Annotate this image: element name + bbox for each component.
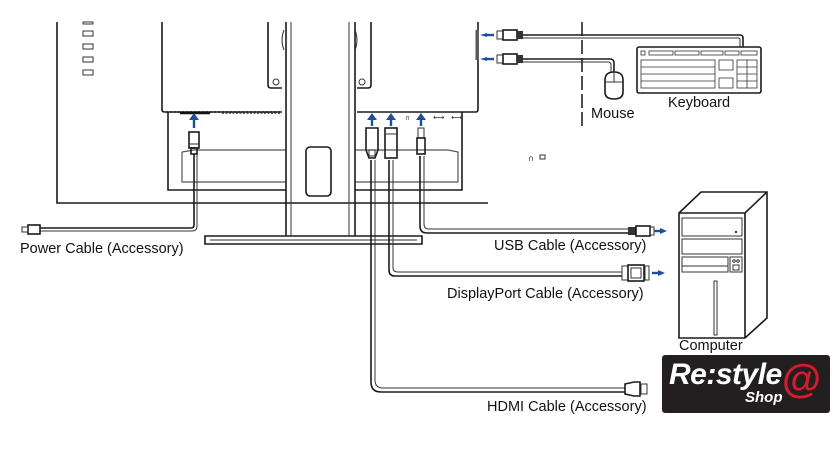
usb-plug-end-icon [635,225,651,237]
hdmi-arrow-icon [367,113,377,120]
svg-text:∩: ∩ [528,154,534,163]
power-cable [21,113,200,235]
displayport-cable [384,113,665,282]
svg-text:∩: ∩ [405,114,410,122]
label-displayport-cable: DisplayPort Cable (Accessory) [447,286,644,302]
vesa-bracket-left [267,22,282,89]
usb-cable [416,113,667,237]
monitor-stand [204,22,423,245]
displayport-plug-end-icon [627,264,645,282]
svg-text:⟷: ⟷ [433,113,445,122]
rear-panel-left [161,22,282,113]
port-housing-right [355,112,463,191]
power-plug-end-icon [27,224,41,235]
displayport-arrow-icon [386,113,396,120]
power-arrow-icon [189,113,199,120]
restyle-shop-logo: Re:style @ Shop [662,355,830,413]
hdmi-plug-icon [365,127,379,159]
hdmi-plug-end-icon [624,381,641,397]
monitor-buttons [82,21,94,76]
computer-illustration [678,191,768,339]
power-plug-icon [188,131,200,149]
monitor-rear: ∩ ⟷ ⟷ ∩ [56,21,546,204]
mouse-usb-plug-icon [502,53,518,65]
keyboard-cable [480,29,744,47]
mouse-illustration [604,71,624,100]
label-computer: Computer [679,338,743,354]
cable-hole [305,146,332,197]
monitor-outline [56,22,488,204]
keyboard-usb-plug-icon [502,29,518,41]
logo-at-icon: @ [782,357,822,401]
label-mouse: Mouse [591,106,635,122]
svg-text:⟷: ⟷ [451,113,463,122]
displayport-computer-arrow-icon [658,270,665,276]
logo-sub-text: Shop [745,389,783,406]
port-housing-left [167,112,286,191]
displayport-plug-icon [384,127,398,159]
label-power-cable: Power Cable (Accessory) [20,241,184,257]
label-usb-cable: USB Cable (Accessory) [494,238,646,254]
usb-b-plug-icon [417,127,425,139]
label-keyboard: Keyboard [668,95,730,111]
rear-panel-right [357,22,479,113]
usb-arrow-icon [416,113,426,120]
vesa-bracket-right [357,22,372,89]
usb-computer-arrow-icon [660,228,667,234]
hdmi-cable [365,113,648,397]
keyboard-illustration [636,46,762,94]
mouse-cable [480,53,615,72]
logo-main-text: Re:style [669,358,782,391]
stand-base [204,235,423,245]
label-hdmi-cable: HDMI Cable (Accessory) [487,399,647,415]
